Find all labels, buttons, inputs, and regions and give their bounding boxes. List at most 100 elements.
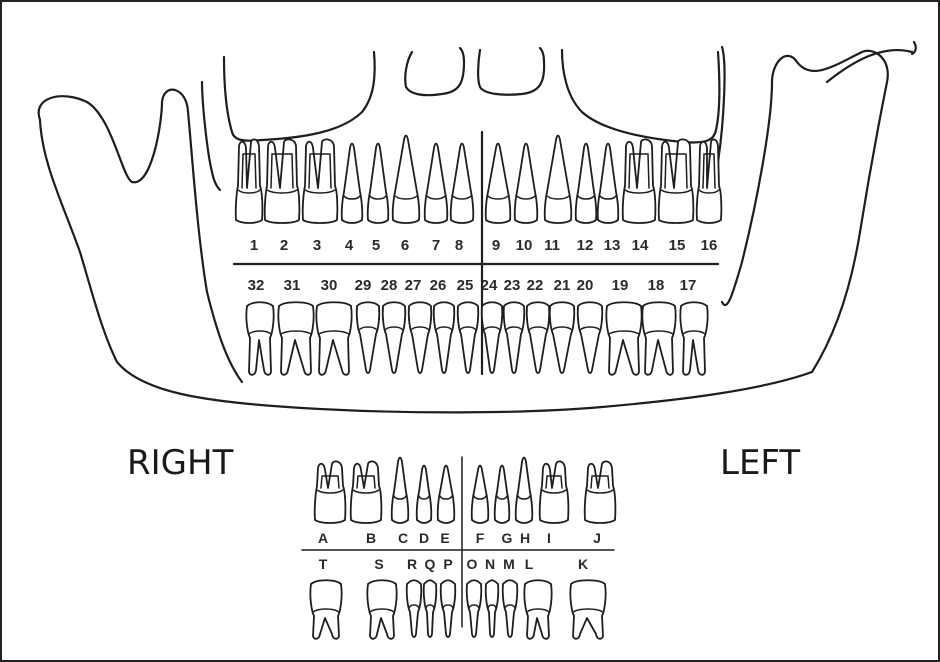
primary-tooth	[351, 461, 382, 523]
permanent-tooth	[550, 302, 575, 373]
permanent-tooth	[357, 302, 380, 373]
primary-lower-teeth	[310, 580, 605, 639]
permanent-tooth	[623, 139, 656, 223]
permanent-tooth	[545, 136, 572, 224]
tooth-number: 28	[381, 277, 398, 294]
tooth-letter: A	[318, 530, 328, 546]
tooth-letter: T	[319, 556, 328, 572]
permanent-tooth	[368, 144, 389, 224]
tooth-letter: M	[503, 556, 515, 572]
primary-upper-letters: A B C D E F G H I J	[318, 530, 601, 546]
tooth-number: 15	[669, 237, 686, 254]
permanent-tooth	[434, 302, 455, 373]
permanent-tooth	[451, 144, 474, 224]
primary-upper-teeth	[315, 458, 616, 524]
tooth-number: 3	[313, 237, 321, 254]
maxilla-outline	[224, 48, 719, 143]
tooth-number: 31	[284, 277, 301, 294]
tooth-number: 22	[527, 277, 544, 294]
tooth-number: 17	[680, 277, 697, 294]
primary-tooth	[486, 580, 499, 637]
permanent-tooth	[265, 139, 300, 223]
permanent-tooth	[680, 302, 707, 375]
tooth-number: 12	[577, 237, 594, 254]
permanent-tooth	[458, 302, 479, 373]
permanent-tooth	[642, 302, 675, 375]
tooth-number: 18	[648, 277, 665, 294]
primary-tooth	[310, 580, 341, 639]
primary-tooth	[407, 580, 422, 637]
permanent-tooth	[659, 139, 694, 223]
tooth-letter: S	[374, 556, 383, 572]
permanent-tooth	[316, 302, 351, 375]
tooth-letter: O	[467, 556, 478, 572]
tooth-number: 10	[516, 237, 533, 254]
primary-tooth	[392, 458, 409, 524]
tooth-number: 4	[345, 237, 354, 254]
tooth-number: 1	[250, 237, 258, 254]
tooth-letter: L	[525, 556, 534, 572]
permanent-lower-numbers: 32 31 30 29 28 27 26 25 24 23 22 21 20 1…	[248, 277, 697, 294]
permanent-tooth	[393, 136, 420, 224]
primary-tooth	[438, 466, 455, 524]
primary-tooth	[540, 461, 569, 523]
permanent-tooth	[527, 302, 550, 373]
permanent-tooth	[383, 302, 406, 373]
tooth-letter: J	[593, 530, 601, 546]
permanent-tooth	[515, 144, 538, 224]
tooth-number: 20	[577, 277, 594, 294]
permanent-tooth	[342, 144, 363, 224]
primary-tooth	[524, 580, 551, 639]
tooth-number: 2	[280, 237, 288, 254]
primary-tooth	[417, 466, 432, 524]
left-side-label: LEFT	[720, 443, 800, 483]
tooth-letter: K	[578, 556, 588, 572]
permanent-tooth	[409, 302, 432, 373]
permanent-tooth	[246, 302, 273, 375]
tooth-number: 13	[604, 237, 621, 254]
primary-tooth	[424, 580, 437, 637]
tooth-number: 6	[401, 237, 409, 254]
tooth-number: 27	[405, 277, 422, 294]
tooth-number: 21	[554, 277, 571, 294]
permanent-tooth	[606, 302, 641, 375]
tooth-letter: B	[366, 530, 376, 546]
primary-tooth	[585, 461, 616, 523]
tooth-number: 32	[248, 277, 265, 294]
tooth-number: 25	[457, 277, 474, 294]
permanent-tooth	[598, 144, 619, 224]
tooth-letter: N	[485, 556, 495, 572]
permanent-tooth	[303, 139, 338, 223]
permanent-lower-teeth	[246, 302, 707, 375]
tooth-letter: E	[440, 530, 449, 546]
tooth-letter: P	[443, 556, 452, 572]
tooth-number: 19	[612, 277, 629, 294]
permanent-tooth	[697, 139, 722, 223]
permanent-upper-teeth	[236, 136, 722, 224]
primary-tooth	[570, 580, 605, 639]
primary-tooth	[503, 580, 518, 637]
tooth-number: 8	[455, 237, 463, 254]
permanent-tooth	[578, 302, 603, 373]
tooth-letter: G	[502, 530, 513, 546]
permanent-tooth	[425, 144, 448, 224]
tooth-number: 16	[701, 237, 718, 254]
tooth-number: 7	[432, 237, 440, 254]
permanent-upper-numbers: 1 2 3 4 5 6 7 8 9 10 11 12 13 14 15 16	[250, 237, 718, 254]
primary-tooth	[472, 466, 489, 524]
primary-tooth	[495, 466, 510, 524]
tooth-number: 26	[430, 277, 447, 294]
tooth-letter: Q	[425, 556, 436, 572]
tooth-number: 29	[355, 277, 372, 294]
tooth-letter: I	[547, 530, 551, 546]
tooth-letter: H	[520, 530, 530, 546]
primary-tooth	[315, 461, 346, 523]
primary-tooth	[367, 580, 396, 639]
right-side-label: RIGHT	[127, 443, 234, 483]
permanent-tooth	[482, 302, 503, 373]
primary-tooth	[516, 458, 533, 524]
tooth-number: 9	[492, 237, 500, 254]
tooth-letter: D	[419, 530, 429, 546]
